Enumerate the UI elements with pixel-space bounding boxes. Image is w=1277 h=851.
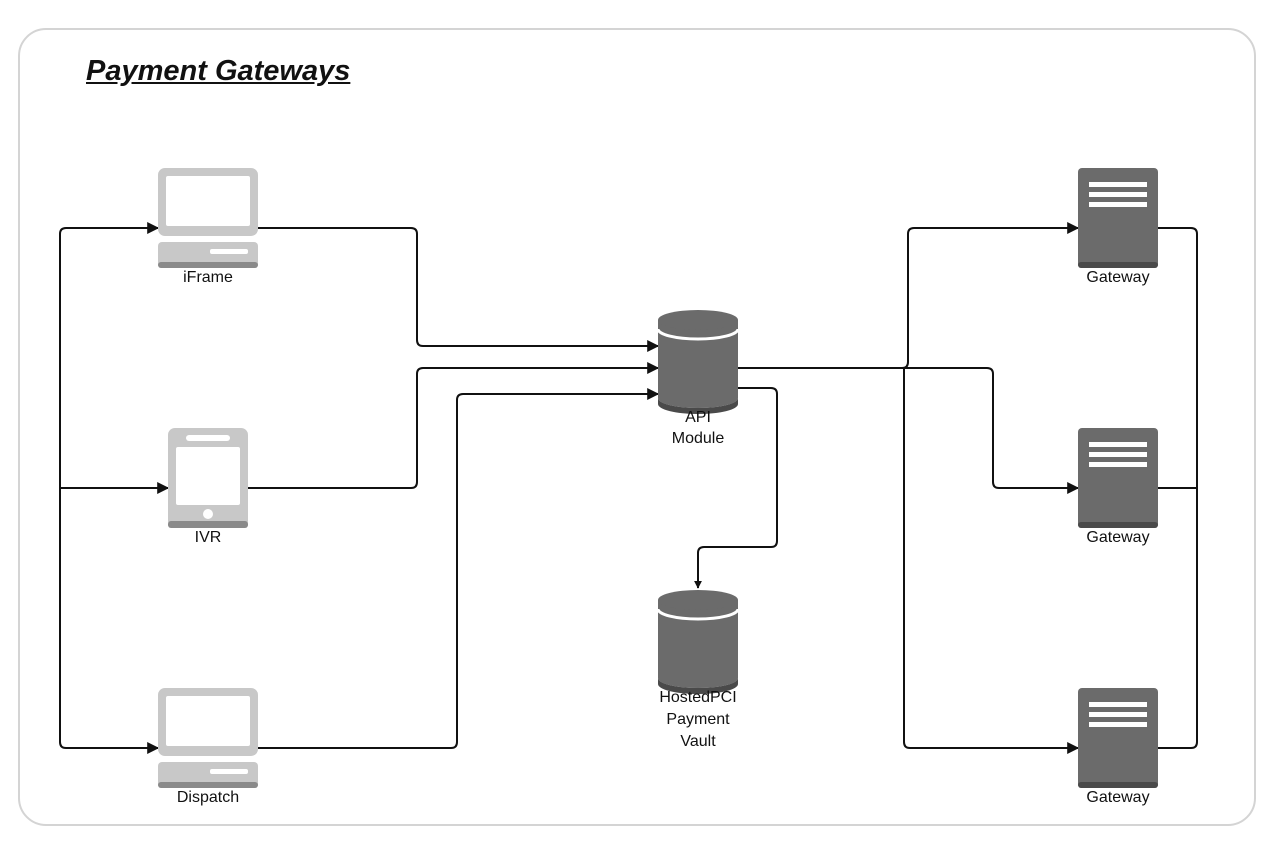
node-label-gateway-1: Gateway [1086,269,1149,286]
database-icon [656,310,740,414]
node-ivr: IVR [168,428,248,546]
server-icon [1078,688,1158,788]
connector-iframe-api [257,227,660,352]
server-icon [1078,168,1158,268]
connector-dispatch-api [257,388,660,749]
node-label-ivr: IVR [195,529,222,546]
database-icon [656,590,740,694]
connector-api-gateway-2 [738,367,1080,494]
node-vault: HostedPCI Payment Vault [656,590,740,750]
node-label-vault-line-2: Payment [666,711,730,728]
node-api-module: API Module [656,310,740,447]
desktop-computer-icon [158,168,258,268]
node-label-api-line-1: API [685,409,711,426]
page-title: Payment Gateways [86,55,351,87]
node-iframe: iFrame [158,168,258,286]
connector-api-gateway-1 [738,222,1080,369]
desktop-computer-icon [158,688,258,788]
node-label-vault-line-3: Vault [680,733,716,750]
connector-api-vault [694,387,778,589]
connector-ivr-api [247,362,660,489]
node-label-iframe: iFrame [183,269,233,286]
connector-feed-dispatch [59,488,160,754]
node-gateway-1: Gateway [1078,168,1158,286]
node-gateway-3: Gateway [1078,688,1158,806]
node-label-dispatch: Dispatch [177,789,239,806]
connector-api-gateway-3 [903,368,1080,754]
server-icon [1078,428,1158,528]
node-label-vault-line-1: HostedPCI [659,689,736,706]
node-gateway-2: Gateway [1078,428,1158,546]
mobile-device-icon [168,428,248,528]
connector-feed-iframe [59,222,160,488]
node-dispatch: Dispatch [158,688,258,806]
node-label-gateway-3: Gateway [1086,789,1149,806]
node-label-api-line-2: Module [672,430,725,447]
connector-gateway-bus [1157,227,1198,749]
connectors [59,222,1198,754]
node-label-gateway-2: Gateway [1086,529,1149,546]
